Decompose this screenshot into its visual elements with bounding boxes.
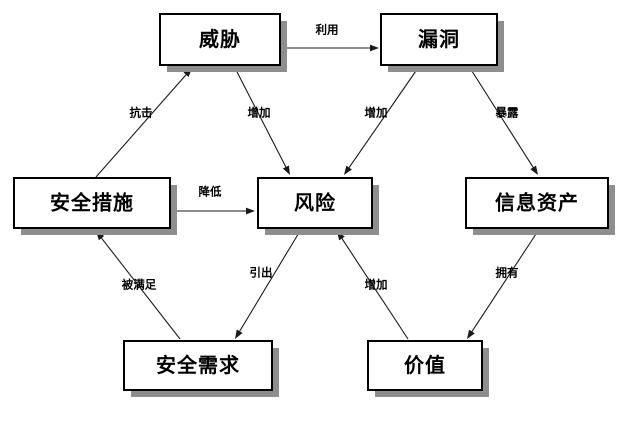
arrow-head-icon [467,329,475,339]
edge-line [470,230,539,334]
node-vulnerability[interactable]: 漏洞 [380,13,504,72]
edge-risk-leads-to-requirement [235,230,301,339]
edge-label-risk-leads-to-requirement: 引出 [250,266,273,280]
edge-labels-layer: 利用抗击增加增加暴露降低被满足引出增加拥有 [122,23,519,292]
edge-line [340,236,409,340]
node-safeguard[interactable]: 安全措施 [13,177,177,235]
node-label-threat: 威胁 [199,27,241,51]
edge-label-vulnerability-increases-risk: 增加 [365,106,388,120]
edge-label-asset-owns-value: 拥有 [496,266,519,280]
node-label-requirement: 安全需求 [156,353,240,377]
edge-label-value-increases-risk: 增加 [365,278,388,292]
arrow-head-icon [282,165,290,175]
edge-threat-increases-risk [234,67,290,175]
edge-threat-exploits-vulnerability [280,44,379,52]
edge-label-threat-increases-risk: 增加 [248,106,271,120]
node-box[interactable] [123,340,273,391]
edge-line [95,72,188,178]
edge-label-safeguard-resists-threat: 抗击 [130,106,153,120]
node-box[interactable] [257,177,373,229]
edge-label-requirement-satisfies-safeguard: 被满足 [122,278,157,292]
node-value[interactable]: 价值 [367,340,489,397]
edge-line [347,67,419,170]
node-box[interactable] [465,177,609,229]
edge-label-vulnerability-exposes-asset: 暴露 [495,106,519,120]
node-label-risk: 风险 [294,191,336,215]
node-threat[interactable]: 威胁 [159,13,287,72]
node-label-vulnerability: 漏洞 [418,27,460,51]
arrow-head-icon [530,165,538,175]
node-asset[interactable]: 信息资产 [465,177,615,235]
arrow-head-icon [246,207,255,215]
node-box[interactable] [159,13,281,66]
node-box[interactable] [13,177,171,229]
edge-safeguard-reduces-risk [172,207,255,215]
edge-safeguard-resists-threat [95,68,192,178]
node-box[interactable] [367,340,483,391]
edge-vulnerability-exposes-asset [469,67,538,175]
node-label-value: 价值 [404,353,446,377]
arrow-head-icon [235,329,243,339]
arrow-head-icon [344,165,352,175]
edge-line [234,67,288,170]
arrow-head-icon [370,44,379,52]
edge-line [99,236,181,340]
edge-label-threat-exploits-vulnerability: 利用 [315,23,339,37]
edge-vulnerability-increases-risk [344,67,419,175]
edge-asset-owns-value [467,230,539,339]
node-risk[interactable]: 风险 [257,177,379,235]
edge-label-safeguard-reduces-risk: 降低 [199,185,222,199]
node-requirement[interactable]: 安全需求 [123,340,279,397]
node-label-safeguard: 安全措施 [50,191,134,215]
node-box[interactable] [380,13,498,66]
node-label-asset: 信息资产 [495,191,579,215]
edge-line [469,67,535,170]
edge-line [238,230,301,334]
